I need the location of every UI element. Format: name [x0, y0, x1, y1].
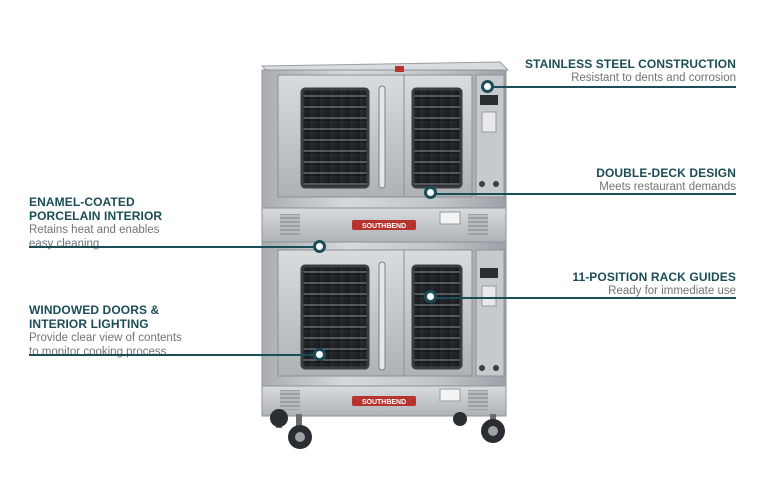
callout-stainless-desc: Resistant to dents and corrosion	[571, 72, 736, 84]
callout-double-deck-title: DOUBLE-DECK DESIGN	[596, 166, 736, 180]
leader-stainless	[490, 86, 736, 88]
callout-stainless-title: STAINLESS STEEL CONSTRUCTION	[524, 57, 736, 71]
callout-windowed-doors: WINDOWED DOORS & INTERIOR LIGHTING Provi…	[29, 303, 182, 359]
marker-enamel	[313, 240, 326, 253]
callout-windowed-desc-2: to monitor cooking process	[29, 346, 167, 358]
marker-rack-guides	[424, 290, 437, 303]
callout-enamel-interior: ENAMEL-COATED PORCELAIN INTERIOR Retains…	[29, 195, 162, 251]
marker-windowed	[313, 348, 326, 361]
brand-label-lower: SOUTHBEND	[362, 399, 406, 406]
leader-rack-guides	[432, 297, 736, 299]
callout-windowed-title-1: WINDOWED DOORS &	[29, 303, 160, 317]
callout-rack-guides-desc: Ready for immediate use	[608, 285, 736, 297]
leader-windowed	[29, 354, 319, 356]
marker-double-deck	[424, 186, 437, 199]
callout-enamel-desc-1: Retains heat and enables	[29, 224, 160, 236]
callout-enamel-desc-2: easy cleaning	[29, 238, 100, 250]
callout-windowed-title-2: INTERIOR LIGHTING	[29, 317, 149, 331]
callout-enamel-title-1: ENAMEL-COATED	[29, 195, 135, 209]
callout-double-deck-desc: Meets restaurant demands	[599, 181, 736, 193]
leader-enamel	[29, 246, 319, 248]
leader-double-deck	[432, 193, 736, 195]
callout-enamel-title-2: PORCELAIN INTERIOR	[29, 209, 163, 223]
callout-windowed-desc-1: Provide clear view of contents	[29, 332, 182, 344]
brand-label-upper: SOUTHBEND	[362, 223, 406, 230]
callout-rack-guides: 11-POSITION RACK GUIDES Ready for immedi…	[572, 270, 736, 298]
marker-stainless	[481, 80, 494, 93]
callout-rack-guides-title: 11-POSITION RACK GUIDES	[572, 270, 736, 284]
callout-double-deck: DOUBLE-DECK DESIGN Meets restaurant dema…	[596, 166, 736, 194]
callout-stainless: STAINLESS STEEL CONSTRUCTION Resistant t…	[525, 57, 736, 85]
oven-stack: SOUTHBEND SOUTHBEND	[260, 61, 510, 449]
